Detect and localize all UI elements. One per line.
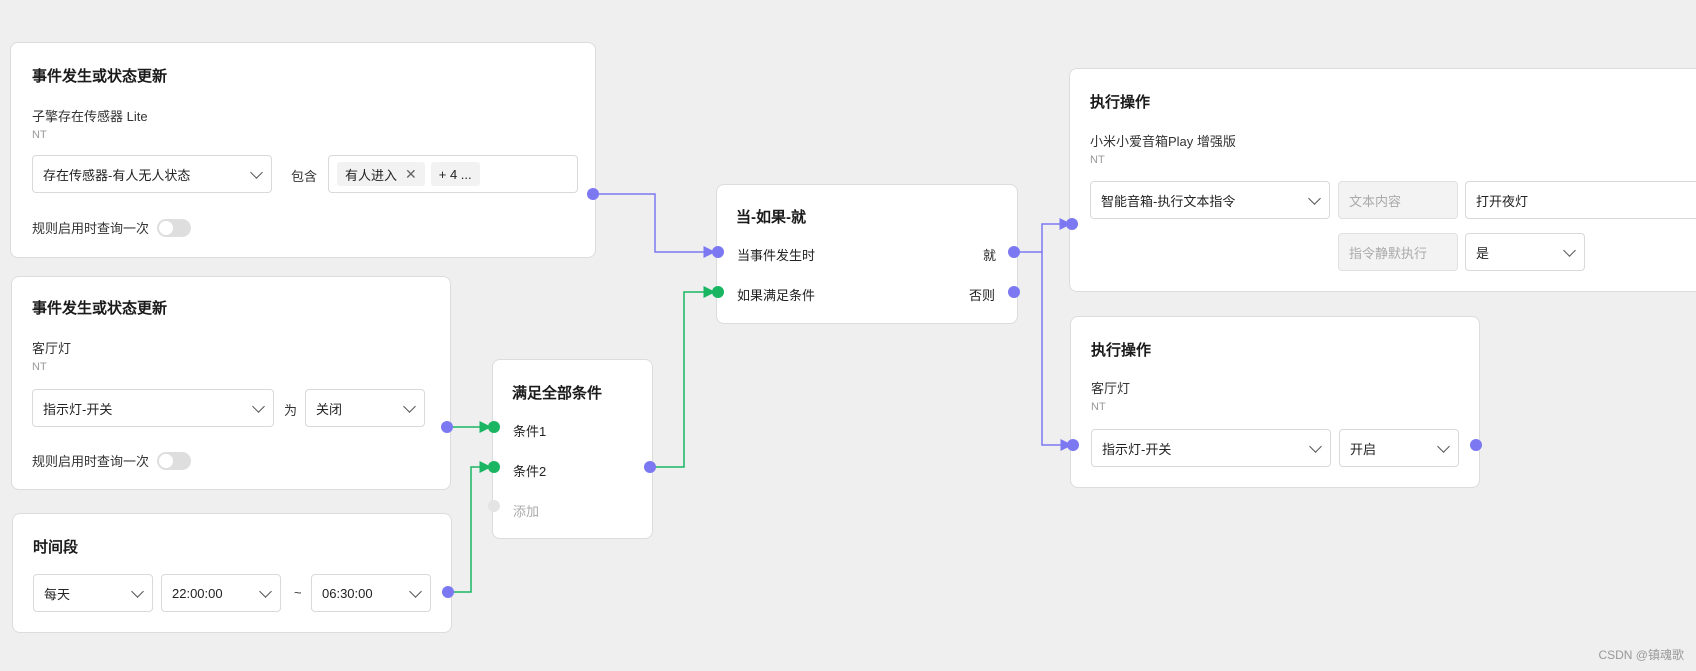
condition-1-label: 条件1 <box>513 424 547 439</box>
card-title: 时间段 <box>33 539 79 556</box>
card-title: 事件发生或状态更新 <box>32 300 168 317</box>
start-time-value: 22:00:00 <box>172 585 223 601</box>
start-time-select[interactable]: 22:00:00 <box>161 574 281 612</box>
chevron-down-icon <box>403 399 416 413</box>
silent-exec-value: 是 <box>1476 245 1490 261</box>
output-port[interactable] <box>644 461 656 473</box>
wire-conditions-to-if <box>650 286 716 468</box>
property-select[interactable]: 存在传感器-有人无人状态 <box>32 155 272 193</box>
value-select[interactable]: 开启 <box>1339 429 1459 467</box>
relation-label: 为 <box>284 403 298 418</box>
device-name: 客厅灯 <box>1091 381 1131 396</box>
then-label: 就 <box>983 248 997 263</box>
when-port[interactable] <box>712 246 724 258</box>
property-select[interactable]: 指示灯-开关 <box>32 389 274 427</box>
input-port[interactable] <box>1067 439 1079 451</box>
tag-label: 有人进入 <box>345 167 398 183</box>
chevron-down-icon <box>1563 243 1576 257</box>
wire-then-to-action2 <box>1041 252 1073 451</box>
value-text: 关闭 <box>316 401 343 417</box>
tag-chip[interactable]: 有人进入 ✕ <box>337 162 425 186</box>
device-sub: NT <box>32 361 47 373</box>
trigger-card-presence[interactable]: 事件发生或状态更新 子擎存在传感器 Lite NT 存在传感器-有人无人状态 包… <box>10 42 596 258</box>
repeat-select[interactable]: 每天 <box>33 574 153 612</box>
else-port[interactable] <box>1008 286 1020 298</box>
property-value: 存在传感器-有人无人状态 <box>43 167 191 183</box>
toggle-knob <box>159 453 174 468</box>
device-sub: NT <box>1090 154 1105 166</box>
device-sub: NT <box>32 129 47 141</box>
end-time-select[interactable]: 06:30:00 <box>311 574 431 612</box>
action-card-speaker[interactable]: 执行操作 小米小爱音箱Play 增强版 NT 智能音箱-执行文本指令 文本内容 … <box>1069 68 1696 292</box>
query-once-row: 规则启用时查询一次 <box>32 218 192 237</box>
query-once-toggle[interactable] <box>157 451 192 470</box>
action-card-light[interactable]: 执行操作 客厅灯 NT 指示灯-开关 开启 <box>1070 316 1480 488</box>
device-name: 子擎存在传感器 Lite <box>32 109 148 124</box>
add-condition-port[interactable] <box>488 500 500 512</box>
silent-exec-label: 指令静默执行 <box>1338 233 1458 271</box>
time-separator: ~ <box>294 585 302 600</box>
timespan-card[interactable]: 时间段 每天 22:00:00 ~ 06:30:00 <box>12 513 452 633</box>
chevron-down-icon <box>1309 439 1322 453</box>
chevron-down-icon <box>252 399 265 413</box>
card-title: 事件发生或状态更新 <box>32 68 168 85</box>
property-value: 指示灯-开关 <box>43 401 113 417</box>
tags-select[interactable]: 有人进入 ✕ + 4 ... <box>328 155 578 193</box>
device-sub: NT <box>1091 401 1106 413</box>
output-port[interactable] <box>441 421 453 433</box>
query-once-row: 规则启用时查询一次 <box>32 451 192 470</box>
card-title: 当-如果-就 <box>736 209 806 226</box>
output-port[interactable] <box>1470 439 1482 451</box>
all-conditions-card[interactable]: 满足全部条件 条件1 条件2 添加 <box>492 359 653 539</box>
toggle-knob <box>159 220 174 235</box>
wire-timespan-to-cond2 <box>448 461 492 593</box>
else-label: 否则 <box>969 288 996 303</box>
text-content-label: 文本内容 <box>1338 181 1458 219</box>
trigger-card-light[interactable]: 事件发生或状态更新 客厅灯 NT 指示灯-开关 为 关闭 规则启用时查询一次 <box>11 276 451 490</box>
command-value: 智能音箱-执行文本指令 <box>1101 193 1236 209</box>
property-value: 指示灯-开关 <box>1102 441 1172 457</box>
device-name: 小米小爱音箱Play 增强版 <box>1090 134 1236 149</box>
card-title: 执行操作 <box>1091 342 1152 359</box>
output-port[interactable] <box>442 586 454 598</box>
query-once-toggle[interactable] <box>157 218 192 237</box>
card-title: 满足全部条件 <box>512 385 603 402</box>
chevron-down-icon <box>131 584 144 598</box>
relation-label: 包含 <box>291 169 318 184</box>
chevron-down-icon <box>1437 439 1450 453</box>
when-label: 当事件发生时 <box>737 248 816 263</box>
if-label: 如果满足条件 <box>737 288 816 303</box>
command-select[interactable]: 智能音箱-执行文本指令 <box>1090 181 1330 219</box>
wire-then-to-action1 <box>1014 218 1072 253</box>
input-port[interactable] <box>1066 218 1078 230</box>
chevron-down-icon <box>259 584 272 598</box>
wire-trigger1-to-when <box>592 193 716 258</box>
text-content-input[interactable]: 打开夜灯 <box>1465 181 1696 219</box>
query-once-label: 规则启用时查询一次 <box>32 221 150 236</box>
watermark: CSDN @镇魂歌 <box>1598 648 1684 662</box>
then-port[interactable] <box>1008 246 1020 258</box>
more-tags-chip[interactable]: + 4 ... <box>430 162 480 186</box>
condition-1-port[interactable] <box>488 421 500 433</box>
output-port[interactable] <box>587 188 599 200</box>
end-time-value: 06:30:00 <box>322 585 373 601</box>
device-name: 客厅灯 <box>32 341 72 356</box>
silent-exec-select[interactable]: 是 <box>1465 233 1585 271</box>
value-select[interactable]: 关闭 <box>305 389 425 427</box>
chevron-down-icon <box>409 584 422 598</box>
value-text: 开启 <box>1350 441 1377 457</box>
chevron-down-icon <box>1308 191 1321 205</box>
if-port[interactable] <box>712 286 724 298</box>
close-icon[interactable]: ✕ <box>405 165 417 182</box>
query-once-label: 规则启用时查询一次 <box>32 454 150 469</box>
card-title: 执行操作 <box>1090 94 1151 111</box>
property-select[interactable]: 指示灯-开关 <box>1091 429 1331 467</box>
when-if-then-card[interactable]: 当-如果-就 当事件发生时 如果满足条件 就 否则 <box>716 184 1018 324</box>
add-condition-button[interactable]: 添加 <box>513 504 540 519</box>
condition-2-label: 条件2 <box>513 464 547 479</box>
condition-2-port[interactable] <box>488 461 500 473</box>
repeat-value: 每天 <box>44 586 71 602</box>
chevron-down-icon <box>250 165 263 179</box>
